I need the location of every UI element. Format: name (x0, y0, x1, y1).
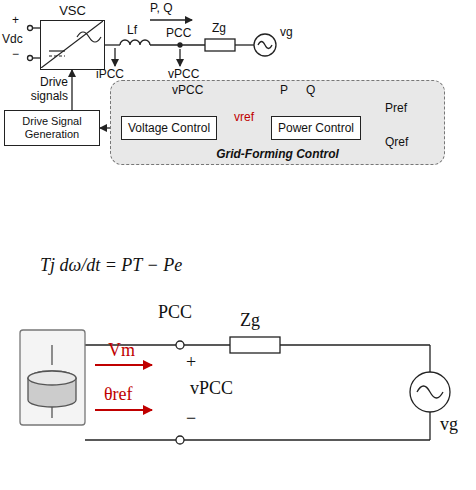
signal-label: PCC (158, 302, 192, 323)
region-title: Grid-Forming Control (111, 147, 444, 161)
signal-label: − (12, 48, 19, 62)
box-label: Drive Signal Generation (11, 115, 93, 141)
edge-label: vref (234, 111, 254, 125)
signal-label: iPCC (96, 68, 124, 82)
signal-label: vPCC (168, 68, 199, 82)
signal-label: Lf (127, 24, 137, 38)
control-box: Power Control (271, 116, 361, 140)
signal-label: Vdc (2, 33, 23, 47)
signal-label: Pref (385, 102, 407, 116)
signal-label: Qref (385, 136, 408, 150)
control-box: Drive Signal Generation (4, 110, 100, 146)
converter-box: VSC (40, 20, 105, 70)
box-label: Power Control (278, 121, 354, 135)
signal-label: Zg (240, 310, 260, 331)
control-region: Grid-Forming Control Voltage Control Power… (110, 80, 445, 165)
signal-label: Q (306, 84, 315, 98)
signal-label: P (280, 84, 288, 98)
signal-connector (71, 70, 72, 110)
signal-label: PCC (166, 27, 191, 41)
box-label: Voltage Control (128, 121, 210, 135)
signal-label: vg (280, 26, 293, 40)
edge-label: Drive signals (4, 76, 68, 104)
signal-label: vPCC (172, 84, 203, 98)
converter-heading: VSC (41, 3, 104, 18)
signal-label: P, Q (150, 2, 172, 16)
converter-symbol (41, 21, 103, 68)
signal-label: Tj dω/dt = PT − Pe (40, 255, 182, 276)
signal-label: + (186, 352, 196, 373)
signal-label: vg (440, 414, 458, 435)
signal-label: θref (104, 384, 133, 405)
signal-label: − (186, 408, 196, 429)
signal-label: + (12, 14, 19, 28)
control-box: Voltage Control (121, 116, 217, 140)
signal-label: Zg (212, 22, 226, 36)
signal-label: Vm (108, 340, 135, 361)
signal-label: vPCC (190, 378, 233, 399)
